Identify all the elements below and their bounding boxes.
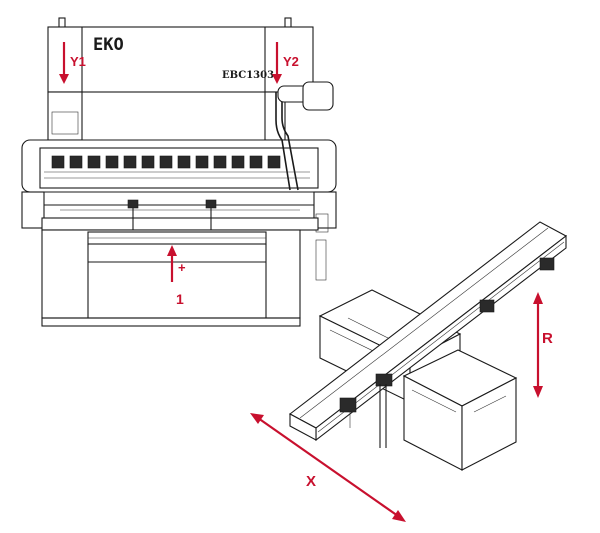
y1-axis-arrow: Y1	[59, 42, 86, 84]
x-axis-arrow: X	[250, 413, 406, 522]
y2-label: Y2	[283, 54, 299, 69]
axis-1-arrow: + 1	[167, 245, 186, 307]
r-axis-arrow: R	[533, 292, 553, 398]
axis-1-label: 1	[176, 291, 184, 307]
plus-label: +	[178, 260, 186, 275]
press-brake-front-view: EKO EBC1303	[21, 17, 337, 327]
r-label: R	[542, 330, 553, 347]
upper-tool-clamps	[44, 155, 310, 179]
brand-logo: EKO	[93, 35, 124, 55]
y2-axis-arrow: Y2	[272, 42, 299, 84]
backgauge-isometric-view	[288, 221, 568, 471]
x-label: X	[306, 473, 316, 490]
y1-label: Y1	[70, 54, 86, 69]
model-label: EBC1303	[222, 70, 274, 81]
